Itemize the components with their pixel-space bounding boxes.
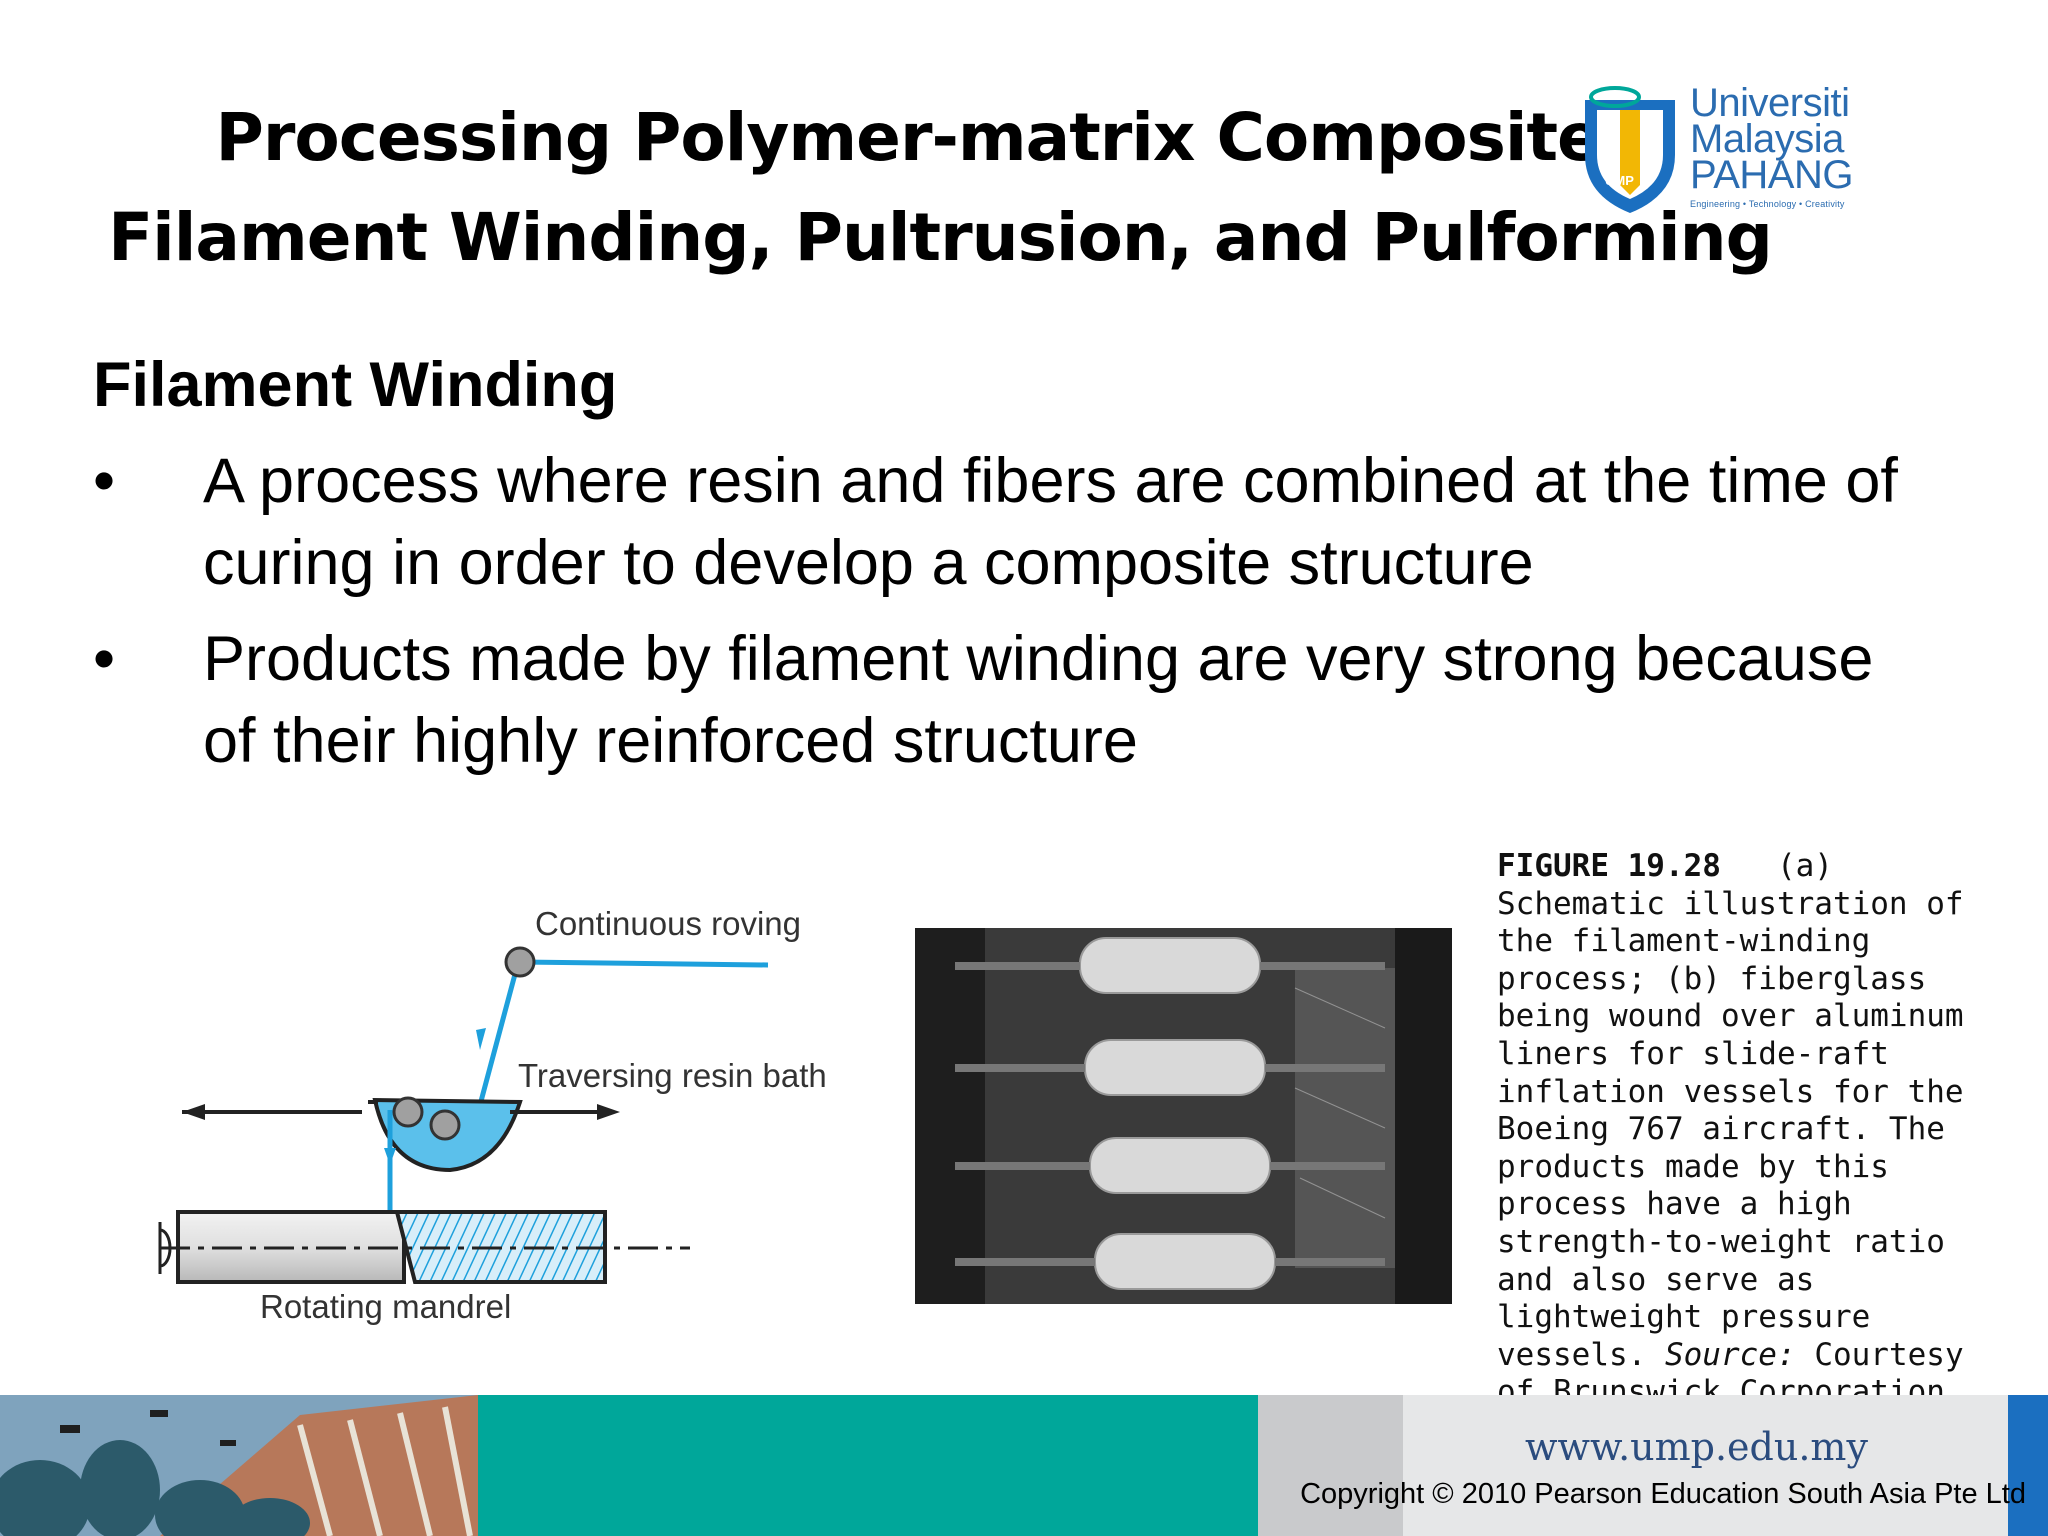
figure-caption: FIGURE 19.28 (a) Schematic illustration … xyxy=(1497,848,2017,1412)
right-arrow-icon xyxy=(597,1104,620,1120)
title-line-1: Processing Polymer-matrix Composites: xyxy=(215,99,1666,176)
bullet-item: • Products made by filament winding are … xyxy=(93,618,1913,782)
footer-banner: www.ump.edu.my Copyright © 2010 Pearson … xyxy=(0,1395,2048,1536)
logo-line-3: PAHANG xyxy=(1690,153,1853,197)
section-heading: Filament Winding xyxy=(93,350,618,420)
filament-winding-schematic: Continuous roving Traversing resin bath … xyxy=(158,905,827,1325)
bullet-icon: • xyxy=(93,446,116,516)
fiberglass-photo xyxy=(915,928,1452,1304)
roving-label: Continuous roving xyxy=(535,905,801,942)
logo-wordmark: Universiti Malaysia PAHANG Engineering •… xyxy=(1690,81,1853,209)
guide-roller xyxy=(504,946,536,978)
bullet-list: • A process where resin and fibers are c… xyxy=(93,440,1913,796)
footer-grey-band xyxy=(1258,1395,1403,1536)
logo-badge-text: UMP xyxy=(1605,173,1634,188)
figure-part-a: (a) xyxy=(1776,848,1833,884)
figure-source-label: Source: xyxy=(1664,1336,1796,1373)
figure-caption-text: Schematic illustration of the filament-w… xyxy=(1497,885,1964,1373)
logo-line-2: Malaysia xyxy=(1690,117,1844,161)
photo-illustration xyxy=(915,928,1452,1304)
roving-strand xyxy=(519,959,769,968)
down-arrow-icon xyxy=(476,1028,486,1050)
left-arrow-icon xyxy=(182,1104,205,1120)
bullet-text: Products made by filament winding are ve… xyxy=(203,624,1874,776)
copyright-notice: Copyright © 2010 Pearson Education South… xyxy=(1300,1478,2026,1510)
bullet-item: • A process where resin and fibers are c… xyxy=(93,440,1913,604)
footer-teal-band xyxy=(478,1395,1258,1536)
logo-tagline: Engineering • Technology • Creativity xyxy=(1690,199,1845,209)
bullet-icon: • xyxy=(93,624,116,694)
bath-roller xyxy=(429,1109,461,1141)
logo-line-1: Universiti xyxy=(1690,81,1850,125)
university-logo: UMP Universiti Malaysia PAHANG Engineeri… xyxy=(1575,81,1875,235)
rotation-arrow-icon xyxy=(159,1228,172,1268)
campus-illustration xyxy=(0,1395,478,1536)
footer-blue-band xyxy=(2008,1395,2048,1536)
roving-to-bath xyxy=(477,962,521,1106)
down-arrow-icon xyxy=(384,1148,396,1165)
figure-number: FIGURE 19.28 xyxy=(1497,848,1721,884)
resin-bath-label: Traversing resin bath xyxy=(518,1057,827,1094)
mandrel-label: Rotating mandrel xyxy=(260,1288,511,1325)
bath-roller xyxy=(392,1096,424,1128)
title-line-2: Filament Winding, Pultrusion, and Pulfor… xyxy=(108,199,1773,276)
shield-icon: UMP xyxy=(1585,86,1675,213)
campus-photo xyxy=(0,1395,478,1536)
slide-title: Processing Polymer-matrix Composites: Fi… xyxy=(60,88,1820,288)
footer-light-band xyxy=(1403,1395,2008,1536)
website-url: www.ump.edu.my xyxy=(1525,1425,1868,1469)
bullet-text: A process where resin and fibers are com… xyxy=(203,446,1898,598)
